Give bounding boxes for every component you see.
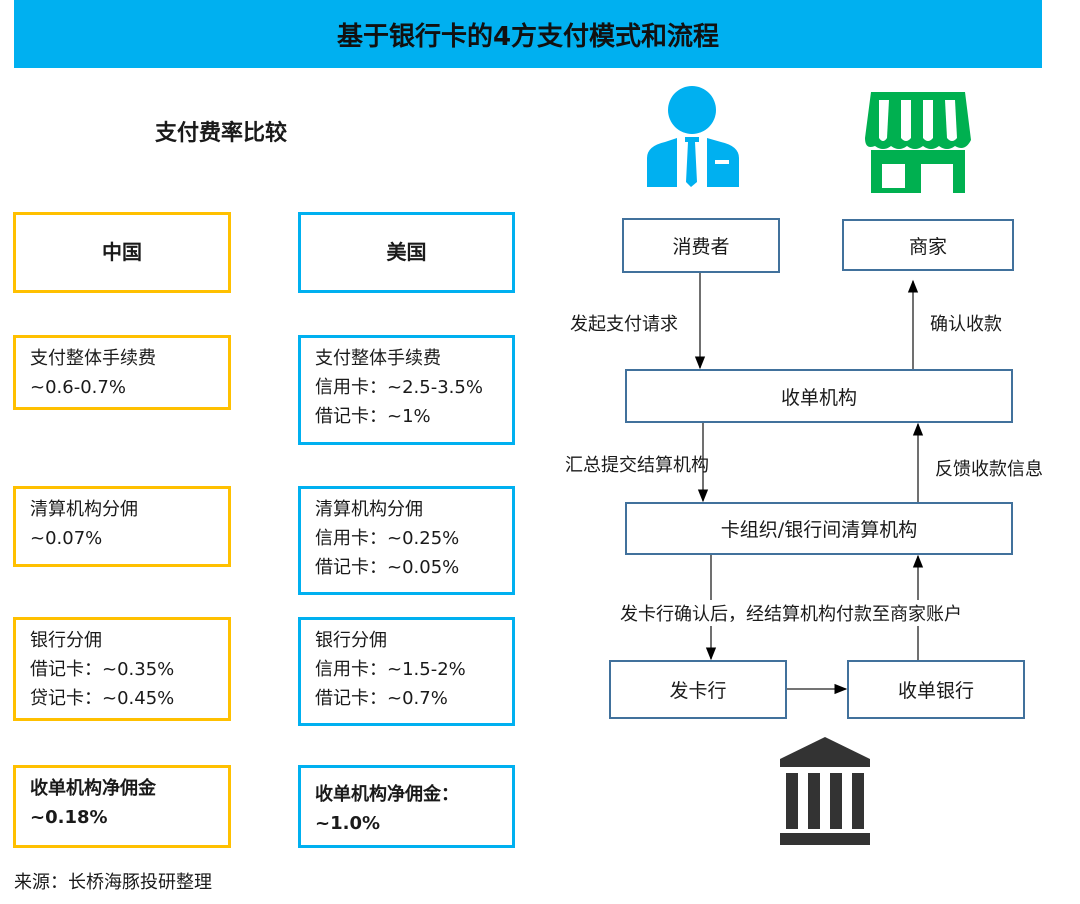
usa-acquirer-net: 收单机构净佣金： ~1.0%	[298, 765, 515, 848]
value: ~0.18%	[30, 807, 108, 828]
label-pay-request: 发起支付请求	[570, 314, 678, 335]
bank-building-icon	[780, 737, 870, 845]
label: 支付整体手续费	[30, 348, 156, 369]
value: 借记卡：~0.35%	[30, 659, 175, 680]
label: 支付整体手续费	[315, 348, 441, 369]
consumer-person-icon	[647, 86, 739, 187]
china-acquirer-net: 收单机构净佣金 ~0.18%	[13, 765, 231, 848]
usa-clearing-fee: 清算机构分佣信用卡：~0.25% 借记卡：~0.05%	[298, 486, 515, 595]
value: ~0.6-0.7%	[30, 377, 126, 398]
label: 银行分佣	[315, 630, 387, 651]
comparison-title: 支付费率比较	[155, 121, 288, 146]
label: 清算机构分佣	[315, 499, 423, 520]
merchant-store-icon	[865, 92, 971, 193]
label-feedback: 反馈收款信息	[935, 459, 1043, 480]
source-note: 来源：长桥海豚投研整理	[14, 872, 212, 893]
value: 信用卡：~1.5-2%	[315, 659, 466, 680]
value: 信用卡：~0.25%	[315, 528, 460, 549]
china-bank-fee: 银行分佣借记卡：~0.35% 贷记卡：~0.45%	[13, 617, 231, 721]
usa-header: 美国	[298, 212, 515, 293]
node-card-network: 卡组织/银行间清算机构	[625, 502, 1013, 555]
label-confirm: 确认收款	[930, 314, 1002, 335]
value: ~0.07%	[30, 528, 103, 549]
label-submit: 汇总提交结算机构	[565, 455, 709, 476]
china-clearing-fee: 清算机构分佣 ~0.07%	[13, 486, 231, 567]
label-settle: 发卡行确认后，经结算机构付款至商家账户	[620, 600, 962, 626]
node-acquirer: 收单机构	[625, 369, 1013, 423]
value: 借记卡：~0.7%	[315, 688, 448, 709]
china-header: 中国	[13, 212, 231, 293]
label: 收单机构净佣金	[30, 778, 156, 799]
china-total-fee: 支付整体手续费 ~0.6-0.7%	[13, 335, 231, 410]
value: ~1.0%	[315, 813, 381, 834]
node-consumer: 消费者	[622, 218, 780, 273]
node-issuer: 发卡行	[609, 660, 787, 719]
value: 借记卡：~1%	[315, 406, 431, 427]
page-title: 基于银行卡的4方支付模式和流程	[14, 0, 1042, 68]
value: 借记卡：~0.05%	[315, 557, 460, 578]
node-merchant: 商家	[842, 219, 1014, 271]
value: 信用卡：~2.5-3.5%	[315, 377, 483, 398]
usa-total-fee: 支付整体手续费信用卡：~2.5-3.5% 借记卡：~1%	[298, 335, 515, 445]
usa-bank-fee: 银行分佣信用卡：~1.5-2% 借记卡：~0.7%	[298, 617, 515, 726]
label: 银行分佣	[30, 630, 102, 651]
label: 收单机构净佣金：	[315, 784, 459, 805]
label: 清算机构分佣	[30, 499, 138, 520]
node-acquiring-bank: 收单银行	[847, 660, 1025, 719]
value: 贷记卡：~0.45%	[30, 688, 175, 709]
